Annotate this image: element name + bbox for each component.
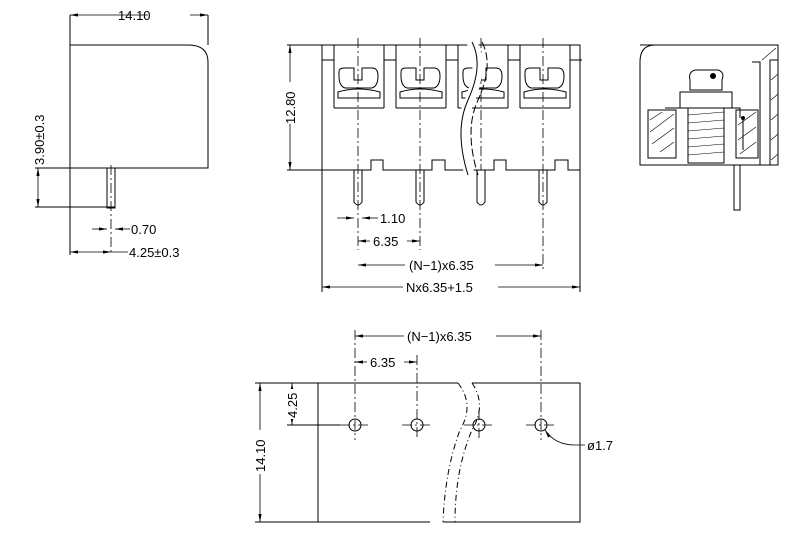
front-view: 12.80 1.10 6.35 (N−1)x6.35 Nx6.35+1.5 xyxy=(282,37,583,295)
pitch-span-dim: (N−1)x6.35 xyxy=(409,258,474,273)
pcb-layout-view: (N−1)x6.35 6.35 4.25 14.10 ø1.7 xyxy=(252,328,613,523)
section-view xyxy=(639,44,779,211)
hole-dia-dim: ø1.7 xyxy=(587,438,613,453)
side-view: 14.10 3.90±0.3 0.70 4.25±0.3 xyxy=(32,8,209,260)
pin-offset-dim: 4.25±0.3 xyxy=(129,245,180,260)
pcb-pitch-dim: 6.35 xyxy=(370,355,395,370)
pcb-pitch-span-dim: (N−1)x6.35 xyxy=(407,329,472,344)
pin-length-dim: 3.90±0.3 xyxy=(32,114,47,165)
pin-width-dim: 0.70 xyxy=(131,222,156,237)
side-width-dim: 14.10 xyxy=(118,8,151,23)
pcb-depth-dim: 14.10 xyxy=(253,439,268,472)
pin-dia-dim: 1.10 xyxy=(380,211,405,226)
row-offset-dim: 4.25 xyxy=(285,393,300,418)
total-length-dim: Nx6.35+1.5 xyxy=(406,280,473,295)
pitch-dim: 6.35 xyxy=(373,234,398,249)
holes xyxy=(340,330,556,440)
height-dim: 12.80 xyxy=(283,91,298,124)
